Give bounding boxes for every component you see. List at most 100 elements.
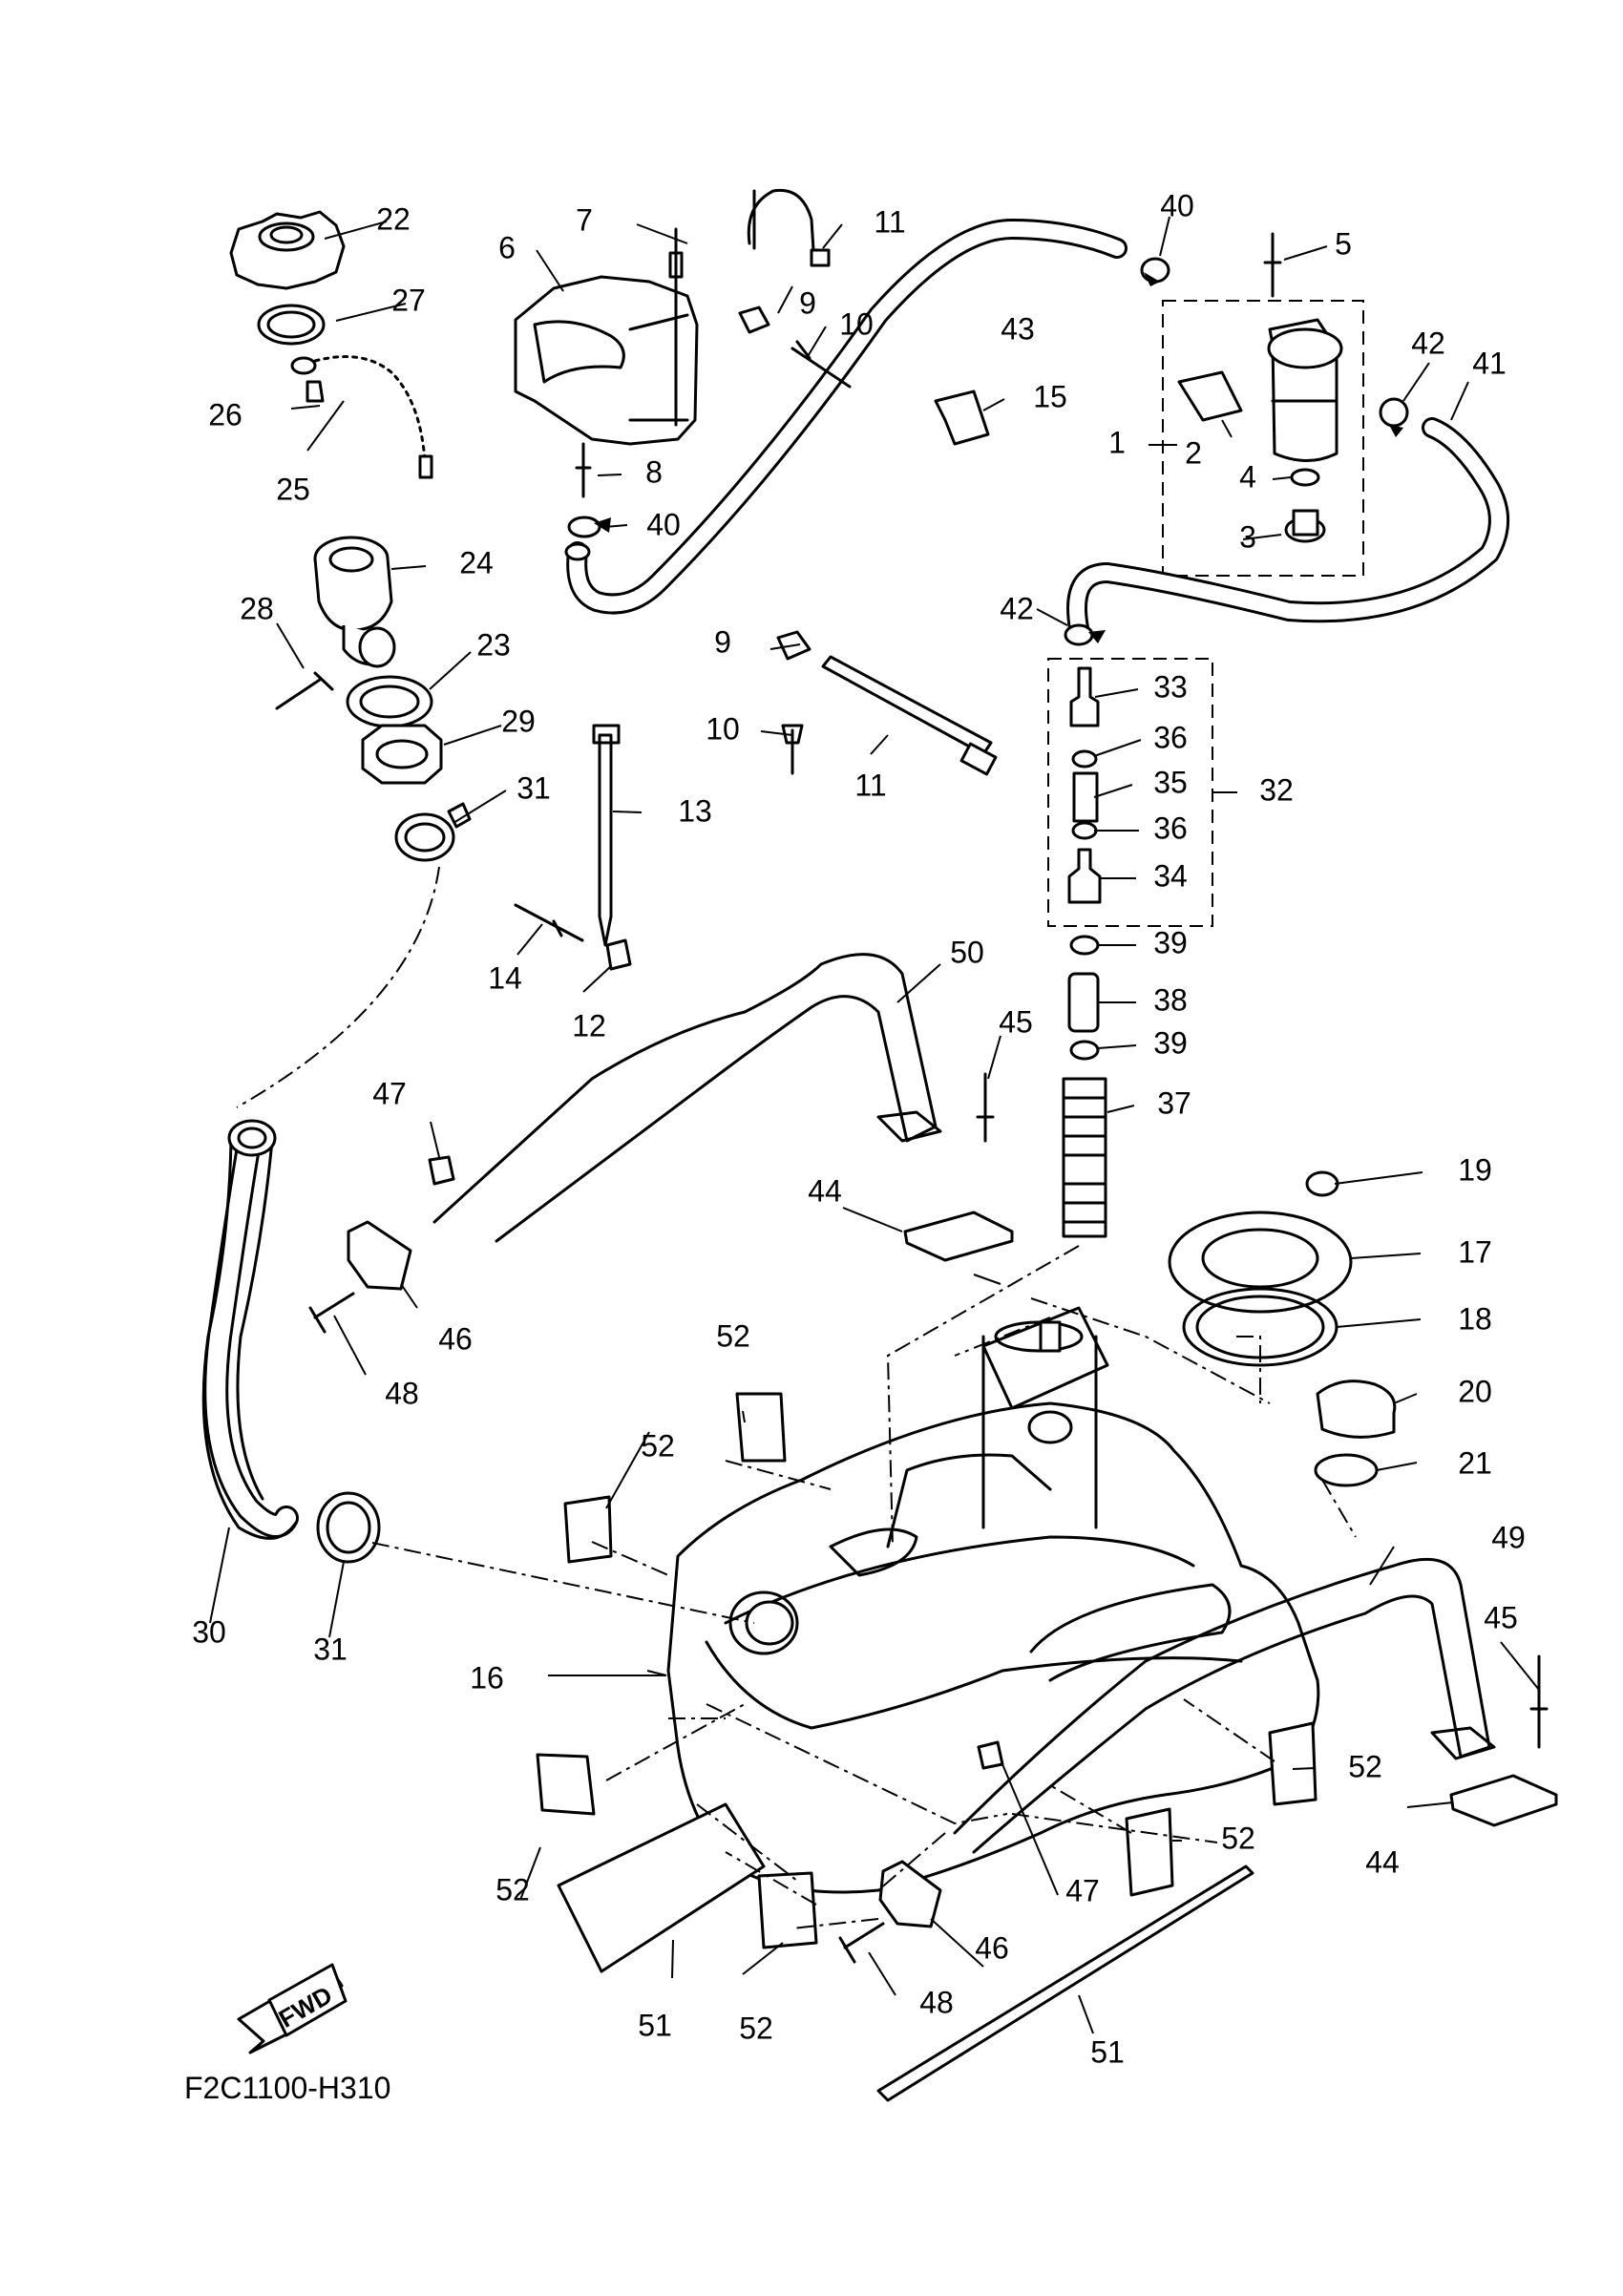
clamp-42-upper-part [1379, 397, 1409, 437]
clip-12-part [605, 938, 632, 971]
callout-1: 1 [1108, 425, 1126, 459]
mount-46-right-part [878, 1860, 942, 1928]
callout-46b: 46 [975, 1930, 1009, 1965]
clamp-40-left-part [567, 516, 611, 538]
bolt-47-right-part [977, 1740, 1004, 1770]
filler-hose-part [201, 1119, 299, 1540]
callout-33: 33 [1153, 669, 1188, 704]
mount-44-left-part [903, 1211, 1014, 1262]
cap-chain-part [290, 355, 433, 479]
callout-9b: 9 [714, 624, 731, 659]
hose-38-part [1067, 972, 1100, 1033]
callout-9: 9 [799, 285, 816, 320]
fuel-hose-41-part [1066, 417, 1509, 639]
callout-18: 18 [1458, 1301, 1492, 1336]
callout-51b: 51 [1090, 2034, 1125, 2069]
cover-pin-8-part [575, 442, 592, 498]
cover-pin-7-part [668, 227, 684, 427]
callout-15: 15 [1033, 379, 1067, 413]
mount-46-left-part [347, 1220, 412, 1291]
clamp-42-lower-part [1064, 623, 1106, 646]
callout-47b: 47 [1065, 1873, 1100, 1907]
strip-51-right [876, 1864, 1254, 2102]
callout-43: 43 [1001, 311, 1035, 346]
clamp-40-right-part [1140, 257, 1170, 286]
callout-14: 14 [488, 960, 522, 995]
cap-gasket-part [257, 304, 326, 346]
callout-21: 21 [1458, 1445, 1492, 1480]
flange-17-part [1168, 1211, 1353, 1314]
callout-2: 2 [1185, 435, 1202, 470]
callout-40b: 40 [646, 507, 681, 541]
vent-hose-43-part [564, 219, 1128, 615]
callout-52d: 52 [1348, 1749, 1382, 1783]
callout-28: 28 [240, 591, 274, 625]
callout-19: 19 [1458, 1152, 1492, 1187]
callout-42b: 42 [1000, 591, 1034, 625]
callout-7: 7 [576, 202, 593, 237]
callout-32: 32 [1259, 772, 1294, 807]
cap-20-part [1316, 1380, 1397, 1439]
callout-35: 35 [1153, 765, 1188, 799]
callout-44: 44 [808, 1173, 842, 1208]
callout-39b: 39 [1153, 1025, 1188, 1060]
callout-48: 48 [385, 1376, 419, 1410]
callout-16: 16 [470, 1660, 504, 1695]
callout-52f: 52 [739, 2011, 773, 2045]
callout-27: 27 [391, 283, 426, 317]
callout-48b: 48 [919, 1985, 954, 2019]
callout-42: 42 [1411, 326, 1445, 360]
o-ring-4-part [1290, 468, 1320, 487]
callout-23: 23 [476, 627, 511, 662]
callout-20: 20 [1458, 1374, 1492, 1408]
bellows-37-part [1062, 1077, 1107, 1238]
callout-5: 5 [1335, 226, 1352, 261]
fuel-tank-16-part [666, 1306, 1320, 1894]
cable-tie-11-lower-part [821, 655, 993, 756]
rivet-10-lower-part [781, 724, 804, 775]
callout-49: 49 [1491, 1520, 1526, 1554]
callout-labels: 1 2 3 4 5 6 7 8 9 9 10 10 11 11 12 13 14… [184, 188, 1526, 2105]
callout-17: 17 [1458, 1234, 1492, 1269]
callout-40: 40 [1160, 188, 1194, 222]
callout-12: 12 [572, 1008, 606, 1043]
callout-26: 26 [208, 397, 242, 432]
callout-44b: 44 [1365, 1844, 1400, 1879]
pad-52-e [1125, 1807, 1174, 1897]
callout-47: 47 [372, 1076, 407, 1110]
callout-45: 45 [999, 1004, 1033, 1039]
parts-artwork [201, 188, 1558, 2102]
clip-9-upper-part [738, 305, 770, 334]
pad-52-a [735, 1392, 787, 1463]
callout-22: 22 [376, 201, 411, 236]
callout-6: 6 [498, 230, 516, 264]
pin-5-part [1263, 232, 1282, 298]
filler-neck-part [313, 536, 396, 668]
nut-19-part [1305, 1170, 1339, 1197]
cover-part [514, 275, 699, 446]
cable-tie-11-upper-part [747, 188, 831, 267]
mount-44-right-part [1449, 1774, 1558, 1827]
filter-assembly-box [1162, 300, 1364, 577]
pad-52-b [563, 1495, 613, 1564]
hose-clamp-upper-part [394, 812, 455, 862]
callout-36: 36 [1153, 720, 1188, 754]
callout-30: 30 [192, 1614, 226, 1649]
leader-lines [209, 216, 1540, 2034]
strip-51-left [557, 1802, 766, 1973]
callout-50: 50 [950, 935, 984, 969]
clamp-39-upper-part [1069, 935, 1100, 956]
fwd-arrow-icon [237, 1963, 348, 2054]
strap-49-part [953, 1557, 1496, 1854]
explosion-lines [236, 866, 1357, 1929]
clamp-21-part [1314, 1453, 1379, 1487]
cable-tie-13-part [592, 724, 621, 947]
callout-11b: 11 [854, 768, 886, 802]
callout-36b: 36 [1153, 811, 1188, 845]
callout-45b: 45 [1484, 1600, 1518, 1634]
callout-10: 10 [839, 306, 874, 341]
pad-52-f [757, 1871, 818, 1949]
callout-39: 39 [1153, 925, 1188, 959]
callout-51: 51 [638, 2008, 672, 2042]
